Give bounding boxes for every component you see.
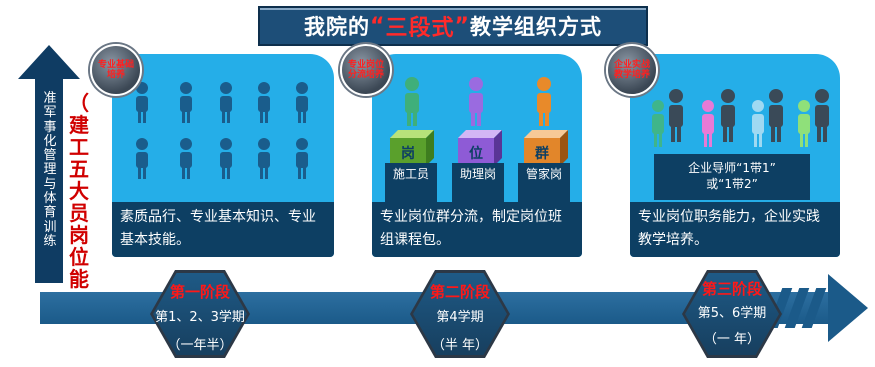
stage-3-title: 第三阶段: [701, 280, 762, 298]
stage-card-2: 岗 位 群 专业岗位群分流，制定岗位班组课程包。: [372, 54, 582, 257]
vertical-char: 事: [43, 119, 57, 135]
vertical-char: 练: [43, 233, 57, 249]
stage-2-badge: 专业岗位分流培养: [340, 44, 392, 96]
stage-2-period: 第4学期: [436, 310, 484, 325]
stage-1-badge-label: 专业基础培养: [97, 60, 134, 80]
title-highlight: 三段式: [385, 16, 455, 41]
pill-zhuligang: 助理岗: [452, 163, 504, 203]
stage-1-period: 第1、2、3学期: [155, 310, 245, 325]
people-grid-icon: [136, 82, 308, 179]
vertical-char: 建: [69, 113, 89, 137]
stage-3-hex: [685, 273, 779, 355]
title-prefix: 我院的: [304, 15, 371, 39]
vertical-char: 岗: [69, 223, 89, 247]
vertical-char: （: [69, 91, 89, 115]
vertical-char: 能: [69, 267, 89, 291]
vertical-char: 理: [43, 162, 57, 178]
diagram-title: 我院的 “ 三段式 ” 教学组织方式: [258, 6, 648, 46]
stage-1-description: 素质品行、专业基本知识、专业基本技能。: [112, 202, 334, 257]
box-qun-icon: [524, 130, 568, 166]
stage-3-description: 专业岗位职务能力，企业实践教学培养。: [630, 202, 840, 257]
box-gang-icon: [390, 130, 434, 166]
mentor-box: 企业导师“1带1” 或“1带2”: [654, 154, 810, 200]
stage-3-period: 第5、6学期: [697, 306, 767, 321]
title-quote-open: “: [370, 13, 386, 39]
left-vertical-text-2: （建工五大员岗位能: [69, 92, 89, 290]
mentor-people-icon: [652, 89, 829, 147]
vertical-char: 工: [69, 135, 89, 159]
vertical-char: 育: [43, 205, 57, 221]
stage-3-duration: （一 年）: [703, 332, 761, 347]
vertical-char: 与: [43, 176, 57, 192]
title-suffix: 教学组织方式: [469, 15, 602, 39]
stage-1-hex: [153, 273, 247, 355]
pill-shigongyuan-label: 施工员: [392, 167, 429, 181]
stage-1-badge: 专业基础培养: [90, 44, 142, 96]
vertical-char: 大: [69, 179, 89, 203]
vertical-char: 员: [69, 201, 89, 225]
stage-1-duration: （一年半）: [167, 338, 233, 353]
stage-3-badge: 企业实战教学培养: [606, 44, 658, 96]
box-qun-label: 群: [535, 146, 549, 162]
vertical-char: 训: [43, 219, 57, 235]
mentor-line-2: 或“1带2”: [706, 177, 758, 191]
stage-2-duration: （半 年）: [431, 338, 489, 353]
pill-shigongyuan: 施工员: [385, 163, 437, 203]
stage-2-title: 第二阶段: [429, 283, 490, 301]
box-gang-label: 岗: [401, 146, 415, 162]
vertical-char: 军: [43, 105, 57, 121]
box-wei-label: 位: [469, 146, 483, 162]
pill-guanjiagang-label: 管家岗: [525, 167, 562, 181]
timeline-arrow-head: [828, 274, 868, 342]
stage-1-title: 第一阶段: [169, 283, 230, 301]
stage-3-badge-label: 企业实战教学培养: [613, 60, 650, 80]
up-arrow-bar: [35, 78, 63, 283]
stage-card-1: 素质品行、专业基本知识、专业基本技能。: [112, 54, 334, 257]
up-arrow-head: [18, 45, 80, 79]
box-wei-icon: [458, 130, 502, 166]
left-vertical-text-1: 准军事化管理与体育训练: [40, 91, 60, 249]
mentor-line-1: 企业导师“1带1”: [688, 161, 776, 175]
vertical-char: 位: [69, 245, 89, 269]
vertical-char: 准: [43, 91, 57, 106]
stage-2-badge-label: 专业岗位分流培养: [347, 60, 384, 80]
vertical-char: 五: [69, 157, 89, 181]
people-group-icon: [405, 77, 551, 126]
vertical-char: 化: [43, 133, 57, 149]
pill-zhuligang-label: 助理岗: [459, 167, 496, 181]
stage-2-description: 专业岗位群分流，制定岗位班组课程包。: [372, 202, 582, 257]
vertical-char: 管: [43, 148, 57, 164]
title-quote-close: ”: [454, 13, 470, 39]
vertical-char: 体: [43, 191, 57, 207]
pill-guanjiagang: 管家岗: [518, 163, 570, 203]
